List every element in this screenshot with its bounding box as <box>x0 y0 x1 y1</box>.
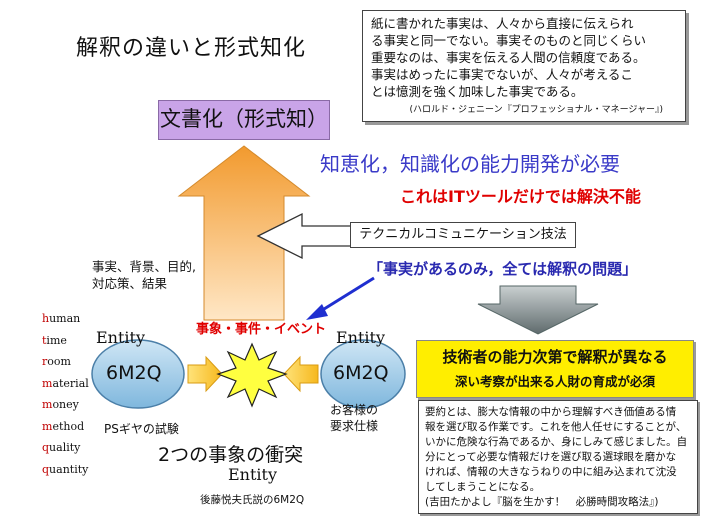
down-arrow <box>477 285 599 335</box>
quote-box: 紙に書かれた事実は、人々から直接に伝えられ る事実と同一でない。事実そのものと同… <box>362 10 686 122</box>
interpretation-quote: 「事実があるのみ，全ては解釈の問題」 <box>368 260 638 278</box>
quote-line: 重要なのは、事実を伝える人間の信頼度である。 <box>371 50 646 65</box>
goto-attribution: 後藤悦夫氏説の6M2Q <box>200 494 305 506</box>
engineer-ability-line2: 深い考察が出来る人財の育成が必須 <box>454 374 655 389</box>
summary-line: いかに危険な行為であるか、身にしみて感じました。自 <box>425 436 688 448</box>
engineer-ability-box: 技術者の能力次第で解釈が異なる 深い考察が出来る人財の育成が必須 <box>416 340 694 398</box>
customer-requirement-label: お客様の 要求仕様 <box>330 402 378 434</box>
m-list-item: method <box>42 419 85 433</box>
collision-caption: 2つの事象の衝突 <box>158 444 304 466</box>
entity-label-bottom: Entity <box>228 465 277 484</box>
right-pointing-arrow <box>187 355 223 393</box>
circle-label-right: 6M2Q <box>333 362 389 384</box>
page-title: 解釈の違いと形式知化 <box>76 36 307 61</box>
engineer-ability-line1: 技術者の能力次第で解釈が異なる <box>442 348 668 366</box>
technical-communication-box: テクニカルコミュニケーション技法 <box>350 222 576 248</box>
m-list-item: room <box>42 355 71 368</box>
m-list-item: quality <box>42 441 81 454</box>
facts-list: 事実、背景、目的, 対応策、結果 <box>92 258 196 292</box>
quote-line: る事実と同一でない。事実そのものと同じくらい <box>371 33 647 48</box>
quote-source: (ハロルド・ジェニーン『プロフェッショナル・マネージャー』) <box>409 105 663 115</box>
quote-text: 紙に書かれた事実は、人々から直接に伝えられ る事実と同一でない。事実そのものと同… <box>371 15 677 100</box>
facts-line: 対応策、結果 <box>92 276 168 291</box>
summary-box: 要約とは、膨大な情報の中から理解すべき価値ある情 報を選び取る作業です。これを他… <box>418 400 698 514</box>
ps-gear-test-label: PSギヤの試験 <box>104 422 179 436</box>
quote-line: 紙に書かれた事実は、人々から直接に伝えられ <box>371 16 634 31</box>
m-list-item: quantity <box>42 462 89 476</box>
summary-line: 要約とは、膨大な情報の中から理解すべき価値ある情 <box>425 406 677 418</box>
m-list-item: time <box>42 333 67 347</box>
customer-line: お客様の <box>330 403 379 417</box>
customer-line: 要求仕様 <box>330 419 379 433</box>
left-6m2q-circle <box>91 339 185 409</box>
facts-line: 事実、背景、目的, <box>92 259 196 274</box>
m-list-item: material <box>42 376 89 390</box>
quote-line: とは憶測を強く加味した事実である。 <box>371 84 584 99</box>
right-6m2q-circle <box>320 339 406 409</box>
summary-line: 分にとって必要な情報だけを選び取る選球眼を磨かな <box>425 451 677 463</box>
entity-label-left: Entity <box>96 328 145 347</box>
quote-line: 事実はめったに事実でないが、人々が考えるこ <box>371 67 633 82</box>
summary-line: ければ、情報の大きなうねりの中に組み込まれて沈没 <box>425 466 677 478</box>
summary-line: 報を選び取る作業です。これを他人任せにすることが、 <box>425 421 687 433</box>
capability-heading: 知恵化，知識化の能力開発が必要 <box>320 152 620 176</box>
circle-label-left: 6M2Q <box>106 362 162 384</box>
it-tools-note: これはITツールだけでは解決不能 <box>400 187 641 206</box>
event-label: 事象・事件・イベント <box>196 322 327 337</box>
documentation-box: 文書化（形式知） <box>158 100 330 140</box>
up-arrow <box>177 145 311 321</box>
summary-line: (吉田たかよし『脳を生かす！ 必勝時間攻略法』) <box>425 496 659 508</box>
6m2q-word-list: human time room material money method qu… <box>42 308 89 480</box>
summary-line: してしまうことになる。 <box>425 481 541 493</box>
entity-label-right: Entity <box>336 328 385 347</box>
blue-pointer-arrow <box>315 276 375 316</box>
collision-star <box>216 342 288 408</box>
m-list-item: money <box>42 398 79 411</box>
m-list-item: human <box>42 312 81 325</box>
left-pointing-arrow <box>283 355 319 393</box>
